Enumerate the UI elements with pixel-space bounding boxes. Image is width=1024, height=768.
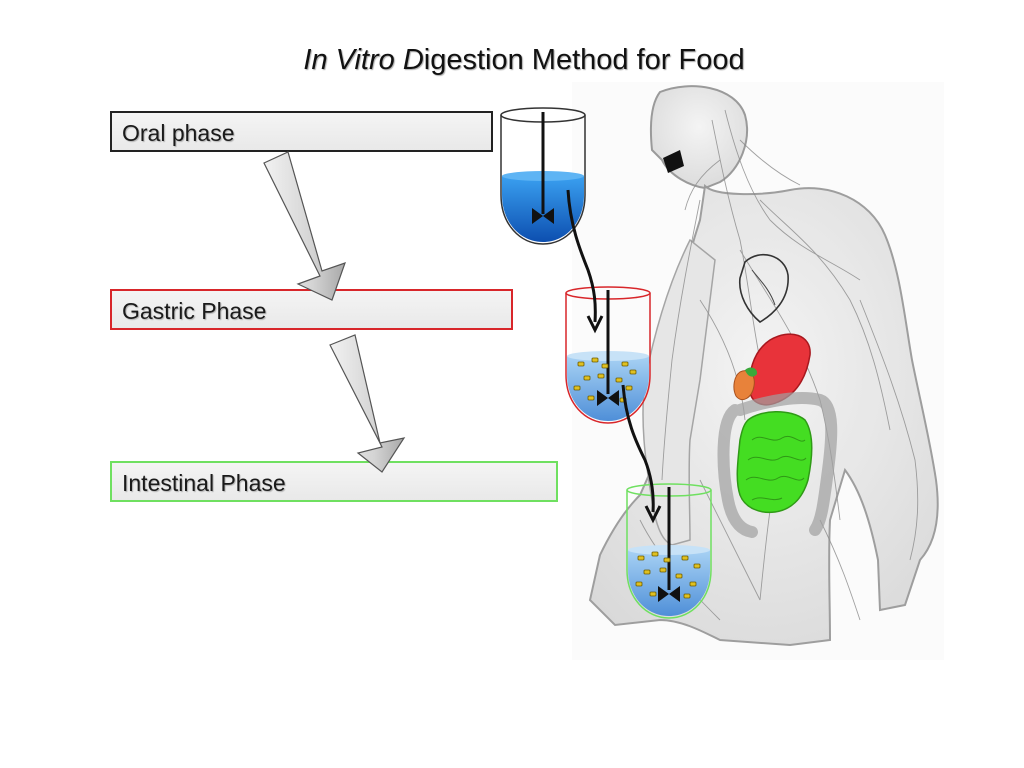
gallbladder-organ xyxy=(745,367,758,377)
gastric-phase-label: Gastric Phase xyxy=(122,298,267,324)
oral-phase-box: Oral phase xyxy=(110,111,493,152)
oral-vessel xyxy=(500,107,586,245)
arrow-gastric-to-intestinal xyxy=(329,334,406,473)
intestinal-phase-box: Intestinal Phase xyxy=(110,461,558,502)
intestinal-phase-label: Intestinal Phase xyxy=(122,470,286,496)
gastric-stirrer-icon xyxy=(597,390,619,406)
title-rest: igestion Method for Food xyxy=(423,44,745,76)
small-intestine xyxy=(736,411,813,514)
intestinal-particles xyxy=(635,551,701,599)
mouth-marker xyxy=(663,150,684,173)
title-italic-letter: D xyxy=(402,44,424,76)
oral-phase-label: Oral phase xyxy=(122,120,235,146)
heart-shape xyxy=(738,253,789,323)
intestinal-stirrer-icon xyxy=(658,586,680,602)
oral-stirrer-icon xyxy=(532,208,554,224)
intestinal-vessel xyxy=(626,483,712,619)
title-italic-part: In Vitro xyxy=(303,44,395,76)
large-intestine xyxy=(717,392,838,538)
left-arm-shape xyxy=(642,238,716,546)
transfer-arrow-oral-to-gastric xyxy=(566,189,604,334)
page-title: In Vitro Digestion Method for Food xyxy=(0,44,1024,77)
arrow-oral-to-gastric xyxy=(263,151,346,301)
transfer-arrow-gastric-to-intestinal xyxy=(621,384,662,524)
intestine-folds xyxy=(745,435,807,501)
